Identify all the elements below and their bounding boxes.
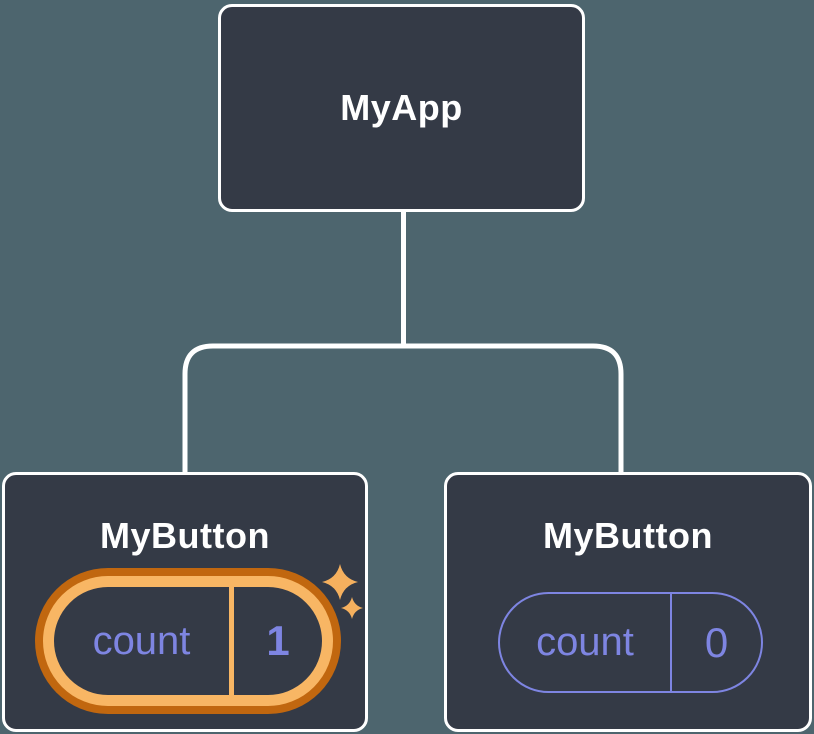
state-name: count — [92, 618, 191, 663]
node-label: MyButton — [543, 515, 713, 556]
pill-divider — [670, 594, 672, 691]
state-value: 0 — [704, 618, 729, 666]
node-mybutton-right: MyButton count 0 — [444, 472, 812, 732]
node-mybutton-left: MyButton count 1 — [2, 472, 368, 732]
node-label: MyApp — [340, 87, 463, 128]
state-name: count — [536, 620, 634, 664]
connector-branch — [182, 343, 624, 473]
node-myapp: MyApp — [218, 4, 585, 212]
state-pill: count 0 — [498, 592, 763, 693]
sparkles-icon — [322, 564, 363, 619]
state-pill-highlighted: count 1 — [43, 576, 333, 706]
pill-divider — [229, 587, 234, 695]
state-value: 1 — [266, 617, 290, 664]
node-label: MyButton — [100, 515, 270, 556]
